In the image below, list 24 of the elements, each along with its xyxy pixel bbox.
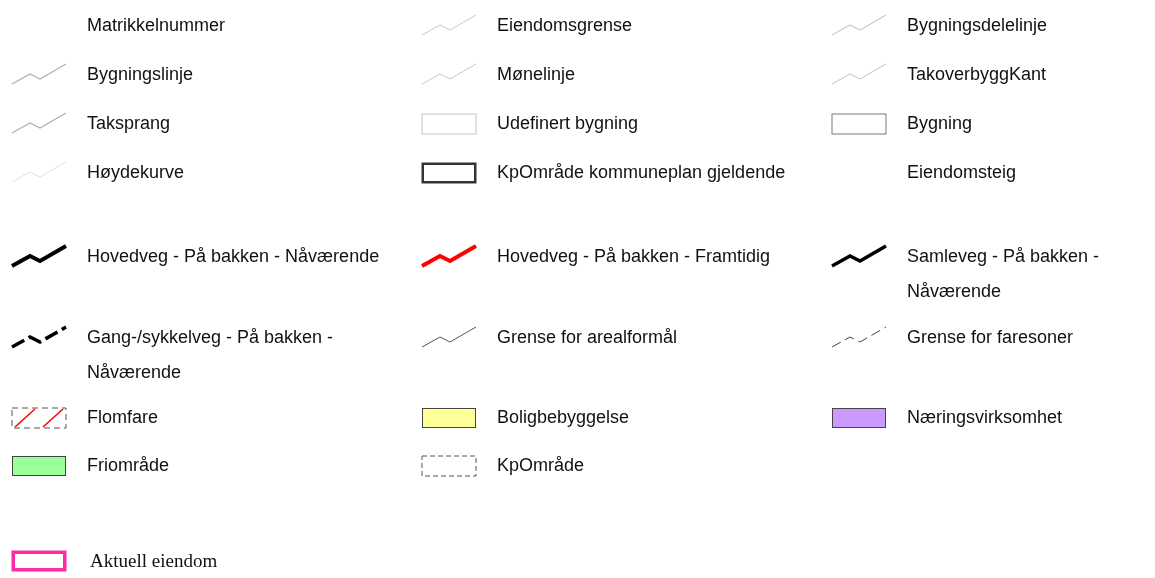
legend-label: Friområde bbox=[87, 454, 171, 477]
legend-label: KpOmråde bbox=[497, 454, 586, 477]
legend-label: KpOmråde kommuneplan gjeldende bbox=[497, 161, 787, 184]
legend-label: Mønelinje bbox=[497, 63, 577, 86]
legend-label: Hovedveg - På bakken - Framtidig bbox=[497, 245, 772, 268]
legend-label: Taksprang bbox=[87, 112, 172, 135]
legend-label: Grense for faresoner bbox=[907, 326, 1075, 349]
legend-label: Boligbebyggelse bbox=[497, 406, 631, 429]
legend-label: TakoverbyggKant bbox=[907, 63, 1048, 86]
legend-label: Høydekurve bbox=[87, 161, 186, 184]
legend-label: Bygningslinje bbox=[87, 63, 195, 86]
legend-label: Næringsvirksomhet bbox=[907, 406, 1064, 429]
legend-label: Eiendomsgrense bbox=[497, 14, 634, 37]
legend-label: Bygning bbox=[907, 112, 974, 135]
legend-label: Grense for arealformål bbox=[497, 326, 679, 349]
legend-label: Bygningsdelelinje bbox=[907, 14, 1049, 37]
legend-label: Eiendomsteig bbox=[907, 161, 1018, 184]
legend-label: Matrikkelnummer bbox=[87, 14, 227, 37]
legend-label: Gang-/sykkelveg - På bakken - Nåværende bbox=[87, 326, 335, 384]
legend-label: Samleveg - På bakken - Nåværende bbox=[907, 245, 1101, 303]
legend-label: Hovedveg - På bakken - Nåværende bbox=[87, 245, 381, 268]
legend-label: Udefinert bygning bbox=[497, 112, 640, 135]
legend-label: Flomfare bbox=[87, 406, 159, 429]
legend-label: Aktuell eiendom bbox=[90, 549, 219, 573]
